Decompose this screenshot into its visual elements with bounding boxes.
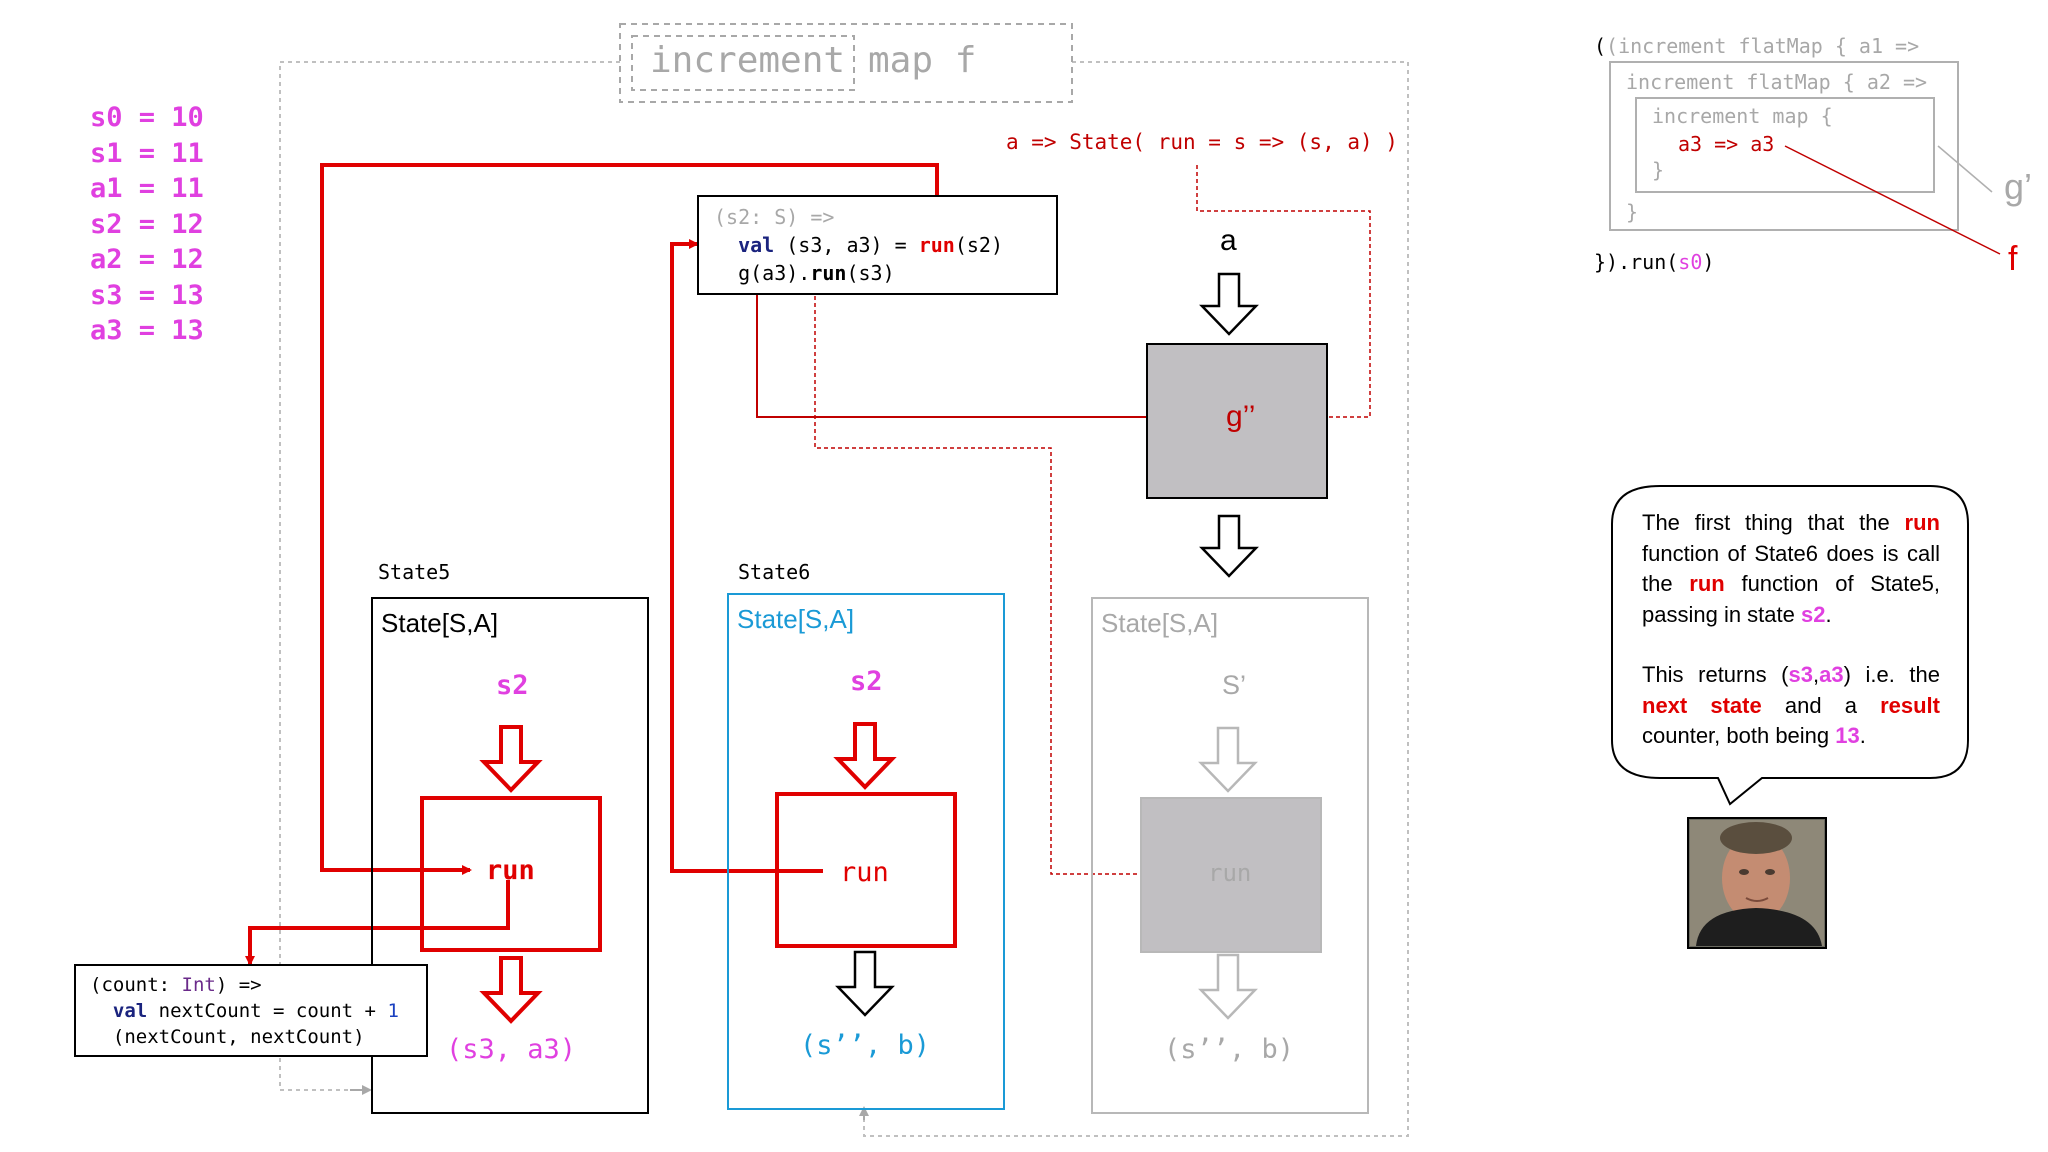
variable-list: s0 = 10 s1 = 11 a1 = 11 s2 = 12 a2 = 12 …	[90, 100, 204, 349]
state6-output: (s’’, b)	[800, 1030, 931, 1061]
wire-ga3-to-g	[756, 282, 1209, 422]
state6-run-box	[775, 792, 957, 948]
title-map-f: map f	[868, 40, 977, 81]
var-s3: s3 = 13	[90, 279, 204, 311]
nested-inner-box	[1635, 97, 1935, 193]
leader-g-prime	[1937, 145, 1993, 193]
var-a3: a3 = 13	[90, 315, 204, 346]
speech-bubble-text: The first thing that the run function of…	[1642, 508, 1940, 752]
state5-box	[371, 597, 649, 1114]
hollow-arrow-state6-in	[833, 722, 897, 790]
nested-middle-close: }	[1626, 200, 1639, 224]
hollow-arrow-state5-in	[479, 725, 543, 793]
title-outer-dashed	[619, 23, 1073, 103]
nested-inner-line: increment map {	[1652, 104, 1833, 128]
counter-val-line: val nextCount = count + 1	[112, 1000, 399, 1022]
state7-run-box	[1140, 797, 1322, 953]
var-s1: s1 = 11	[90, 137, 204, 169]
bubble-paragraph-2: This returns (s3,a3) i.e. the next state…	[1642, 662, 1940, 748]
state5-caption: State5	[378, 560, 451, 584]
hollow-arrow-state6-out	[835, 950, 895, 1017]
state6-box	[727, 593, 1005, 1110]
counter-function-box: (count: Int) => val nextCount = count + …	[74, 964, 428, 1057]
title-inner-dashed	[631, 35, 855, 91]
nested-inner-body: a3 => a3	[1678, 132, 1775, 156]
speech-bubble-shape	[1611, 485, 1969, 806]
state7-type: State[S,A]	[1101, 608, 1219, 638]
state5-type: State[S,A]	[381, 608, 499, 638]
lambda-box: (s2: S) => val (s3, a3) = run(s2) g(a3).…	[697, 195, 1058, 295]
wire-ctor-to-g	[1196, 165, 1371, 418]
outer-region-border-right	[863, 61, 1409, 1137]
outer-region-border	[279, 61, 620, 1091]
state6-type: State[S,A]	[737, 604, 855, 634]
state5-run-box	[420, 796, 602, 952]
state6-input: s2	[850, 666, 883, 697]
state7-output: (s’’, b)	[1164, 1034, 1295, 1065]
g-double-prime-label: g’’	[1226, 400, 1256, 433]
hollow-arrow-state7-out	[1198, 953, 1258, 1020]
label-g-prime: g’	[2004, 166, 2033, 207]
lambda-param: (s2: S) =>	[714, 205, 835, 229]
avatar	[1687, 817, 1827, 949]
g-function-box	[1146, 343, 1328, 499]
var-s2: s2 = 12	[90, 208, 204, 240]
state6-run-label: run	[840, 857, 889, 888]
nested-inner-close: }	[1652, 158, 1665, 182]
var-s0: s0 = 10	[90, 102, 204, 133]
title-increment: increment	[650, 40, 846, 81]
bubble-paragraph-1: The first thing that the run function of…	[1642, 510, 1940, 627]
wire-runs3-to-state7	[814, 282, 1192, 879]
state5-run-label: run	[486, 855, 535, 886]
g-input-label: a	[1220, 224, 1237, 257]
counter-return-line: (nextCount, nextCount)	[112, 1026, 365, 1048]
nested-outer-close: }).run(s0)	[1594, 250, 1715, 274]
state7-box	[1091, 597, 1369, 1114]
leader-f	[1784, 145, 2001, 255]
nested-middle-box	[1609, 61, 1959, 231]
var-a1: a1 = 11	[90, 173, 204, 204]
state6-caption: State6	[738, 560, 811, 584]
lambda-g-line: g(a3).run(s3)	[738, 261, 895, 285]
lambda-val-line: val (s3, a3) = run(s2)	[738, 233, 1004, 257]
state-constructor-text: a => State( run = s => (s, a) )	[1006, 130, 1398, 154]
state5-output: (s3, a3)	[446, 1034, 577, 1065]
wire-state5-to-counter	[245, 880, 510, 966]
state5-input: s2	[496, 670, 529, 701]
var-a2: a2 = 12	[90, 244, 204, 275]
label-f: f	[2008, 240, 2018, 278]
hollow-arrow-a-to-g	[1199, 272, 1259, 336]
hollow-arrow-g-to-state7	[1199, 514, 1259, 578]
hollow-arrow-state5-out	[479, 956, 543, 1024]
nested-middle-line: increment flatMap { a2 =>	[1626, 70, 1928, 94]
state7-run-label: run	[1208, 859, 1252, 887]
nested-outer-line: ((increment flatMap { a1 =>	[1594, 34, 1920, 58]
counter-param-line: (count: Int) =>	[90, 974, 262, 996]
state7-input: S’	[1222, 670, 1247, 700]
hollow-arrow-state7-in	[1198, 726, 1258, 793]
wire-state6-to-lambda	[670, 239, 823, 873]
